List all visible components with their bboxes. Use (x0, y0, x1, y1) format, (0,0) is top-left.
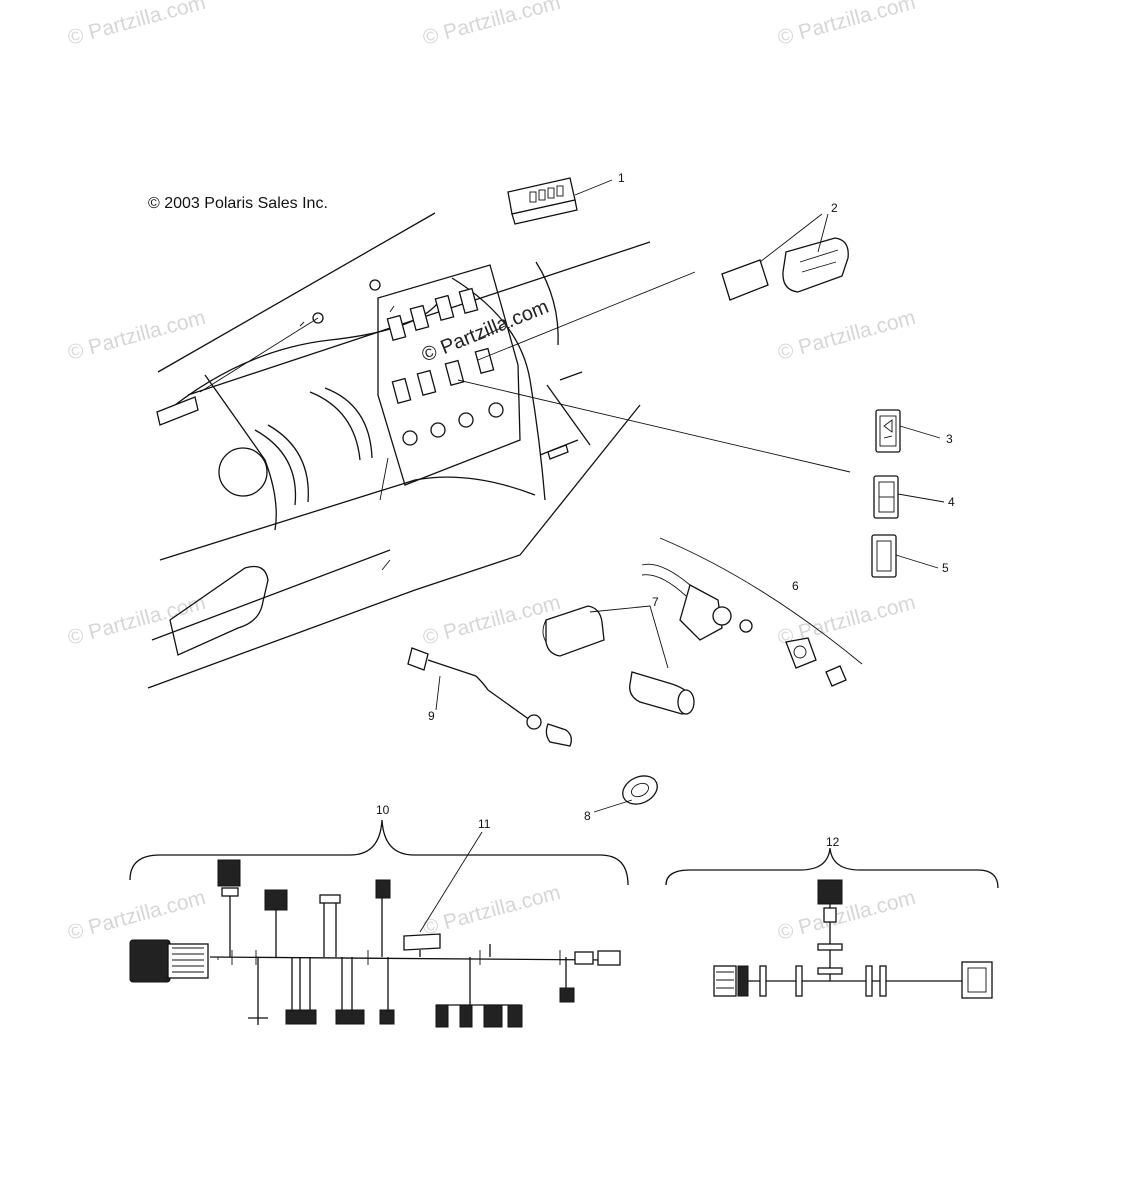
part-5-blank-plate[interactable]: 5 (871, 534, 949, 578)
callout-11: 11 (478, 817, 491, 831)
watermark-11: © Partzilla.com (775, 886, 918, 945)
watermark-9: © Partzilla.com (65, 886, 208, 945)
part-12-brace: 12 (665, 835, 999, 889)
callout-5: 5 (942, 561, 949, 575)
part-7-lamp-socket[interactable]: 7 (542, 595, 695, 715)
secondary-wiring-harness[interactable] (713, 879, 993, 999)
callout-12: 12 (826, 835, 840, 849)
leader-line-tab (199, 317, 319, 393)
part-10-brace: 10 (129, 803, 629, 886)
watermark-7: © Partzilla.com (420, 591, 563, 650)
callout-9: 9 (428, 709, 435, 723)
part-9-cable[interactable]: 9 (407, 647, 572, 747)
part-4-switch[interactable]: 4 (873, 475, 955, 519)
leader-line-outlet (477, 271, 696, 361)
main-wiring-harness[interactable] (129, 859, 621, 1028)
part-6-ignition-switch[interactable]: 6 (641, 537, 863, 687)
callout-2: 2 (831, 201, 838, 215)
watermark-3: © Partzilla.com (775, 0, 918, 50)
watermark-5: © Partzilla.com (775, 306, 918, 365)
part-1-connector[interactable]: 1 (507, 171, 625, 225)
part-3-switch[interactable]: 3 (875, 409, 953, 453)
dashboard-panel (147, 212, 651, 689)
watermark-10: © Partzilla.com (420, 881, 563, 940)
part-8-grommet[interactable]: 8 (584, 771, 662, 823)
leader-line-panel (457, 379, 851, 473)
watermark-6: © Partzilla.com (65, 591, 208, 650)
part-2-outlet[interactable]: 2 (721, 201, 849, 301)
callout-8: 8 (584, 809, 591, 823)
copyright-text: © 2003 Polaris Sales Inc. (148, 195, 328, 212)
part-11-callout: 11 (419, 817, 491, 933)
callout-10: 10 (376, 803, 390, 817)
callout-3: 3 (946, 432, 953, 446)
watermark-1: © Partzilla.com (65, 0, 208, 50)
callout-1: 1 (618, 171, 625, 185)
watermark-2: © Partzilla.com (420, 0, 563, 50)
watermarks: © Partzilla.com © Partzilla.com © Partzi… (65, 0, 918, 945)
callout-4: 4 (948, 495, 955, 509)
callout-6: 6 (792, 579, 799, 593)
callout-7: 7 (652, 595, 659, 609)
